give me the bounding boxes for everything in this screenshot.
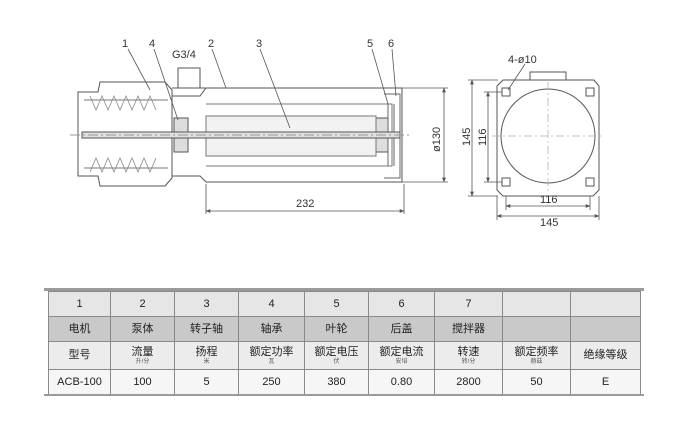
cell-part-pump-body: 泵体: [110, 316, 175, 342]
callout-leaders: [127, 48, 397, 129]
cell-part-motor: 电机: [48, 316, 111, 342]
hole-br: [585, 177, 595, 187]
value-power: 250: [238, 369, 305, 395]
cell-part-bearing: 轴承: [238, 316, 305, 342]
header-current-unit: 安培: [395, 358, 408, 365]
cell-part-impeller: 叶轮: [304, 316, 369, 342]
header-insulation: 绝缘等级: [570, 341, 641, 370]
callouts: 1 4 G3/4 2 3 5 6: [122, 38, 394, 61]
cell-part-agitator: 搅拌器: [434, 316, 503, 342]
callout-3: 3: [256, 38, 262, 50]
hole-bl: [501, 177, 511, 187]
technical-drawing: 1 4 G3/4 2 3 5 6 232 ø130: [70, 38, 604, 229]
header-current: 额定电流安培: [368, 341, 435, 370]
dim-length: [205, 184, 405, 214]
table-row-parts: 电机 泵体 转子轴 轴承 叶轮 后盖 搅拌器: [48, 316, 641, 342]
dim-holes-label: 4-ø10: [508, 54, 537, 66]
dim-width-inner-label: 116: [540, 194, 558, 206]
cell-index-1: 1: [48, 291, 111, 317]
dim-diameter-label: ø130: [431, 127, 443, 152]
callout-5: 5: [367, 38, 373, 50]
cell-part-rear-cover: 后盖: [368, 316, 435, 342]
cell-part-rotor-shaft: 转子轴: [174, 316, 239, 342]
table-frame-bottom: [44, 394, 644, 396]
value-voltage: 380: [304, 369, 369, 395]
header-voltage: 额定电压伏: [304, 341, 369, 370]
value-frequency: 50: [502, 369, 571, 395]
dim-width-outer-label: 145: [540, 217, 558, 229]
header-speed-unit: 转/分: [461, 358, 476, 365]
cell-index-6: 6: [368, 291, 435, 317]
dim-end-horizontal: [496, 196, 600, 220]
motor-housing: [77, 81, 173, 187]
end-view: [492, 71, 604, 197]
cell-index-5: 5: [304, 291, 369, 317]
header-head: 扬程米: [174, 341, 239, 370]
value-insulation: E: [570, 369, 641, 395]
dim-length-label: 232: [296, 198, 314, 210]
header-frequency: 额定频率赫兹: [502, 341, 571, 370]
header-power-unit: 瓦: [268, 358, 275, 365]
cell-part-empty-9: [570, 316, 641, 342]
top-boss: [529, 71, 567, 80]
flange-plate: [496, 79, 600, 197]
header-voltage-unit: 伏: [333, 358, 340, 365]
hole-tr: [585, 87, 595, 97]
header-flow-unit: 升/分: [135, 358, 150, 365]
side-view: [70, 67, 412, 187]
cell-index-2: 2: [110, 291, 175, 317]
cell-index-4: 4: [238, 291, 305, 317]
callout-4: 4: [149, 38, 155, 50]
dim-height-outer-label: 145: [461, 128, 473, 146]
callout-1: 1: [122, 38, 128, 50]
value-head: 5: [174, 369, 239, 395]
value-current: 0.80: [368, 369, 435, 395]
header-speed: 转速转/分: [434, 341, 503, 370]
cell-index-3: 3: [174, 291, 239, 317]
dim-height-inner-label: 116: [477, 128, 489, 146]
cell-index-7: 7: [434, 291, 503, 317]
value-flow: 100: [110, 369, 175, 395]
cell-index-8: [502, 291, 571, 317]
header-power: 额定功率瓦: [238, 341, 305, 370]
value-model: ACB-100: [48, 369, 111, 395]
spec-table: 1 2 3 4 5 6 7 电机 泵体 转子轴 轴承 叶轮 后盖 搅拌器 型号 …: [48, 291, 641, 395]
table-row-values: ACB-100 100 5 250 380 0.80 2800 50 E: [48, 369, 641, 395]
header-flow: 流量升/分: [110, 341, 175, 370]
dim-end-vertical: [468, 79, 502, 197]
header-head-unit: 米: [203, 358, 210, 365]
motor-inner: [84, 99, 168, 169]
table-row-index: 1 2 3 4 5 6 7: [48, 291, 641, 317]
callout-6: 6: [388, 38, 394, 50]
header-model: 型号: [48, 341, 111, 370]
table-frame-top: [44, 288, 644, 291]
callout-g34: G3/4: [172, 49, 196, 61]
dim-diameter: [402, 87, 448, 183]
cell-index-9: [570, 291, 641, 317]
value-speed: 2800: [434, 369, 503, 395]
table-row-headers: 型号 流量升/分 扬程米 额定功率瓦 额定电压伏 额定电流安培 转速转/分 额定…: [48, 341, 641, 370]
outlet-port: [177, 67, 201, 88]
callout-2: 2: [208, 38, 214, 50]
header-frequency-unit: 赫兹: [530, 358, 543, 365]
motor-fins: [89, 94, 157, 174]
cell-part-empty-8: [502, 316, 571, 342]
